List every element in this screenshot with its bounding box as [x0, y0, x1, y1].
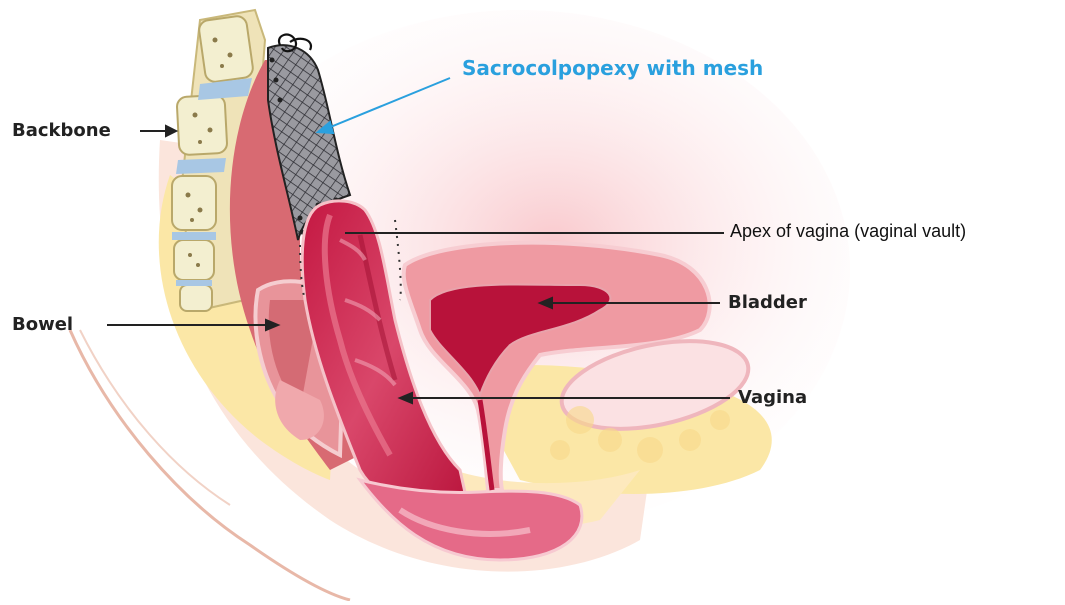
apex-label: Apex of vagina (vaginal vault) [730, 222, 966, 240]
vagina-label: Vagina [738, 389, 807, 407]
backbone-label: Backbone [12, 122, 111, 140]
mesh-label: Sacrocolpopexy with mesh [462, 58, 763, 78]
bladder-label: Bladder [728, 294, 807, 312]
bowel-label: Bowel [12, 316, 73, 334]
